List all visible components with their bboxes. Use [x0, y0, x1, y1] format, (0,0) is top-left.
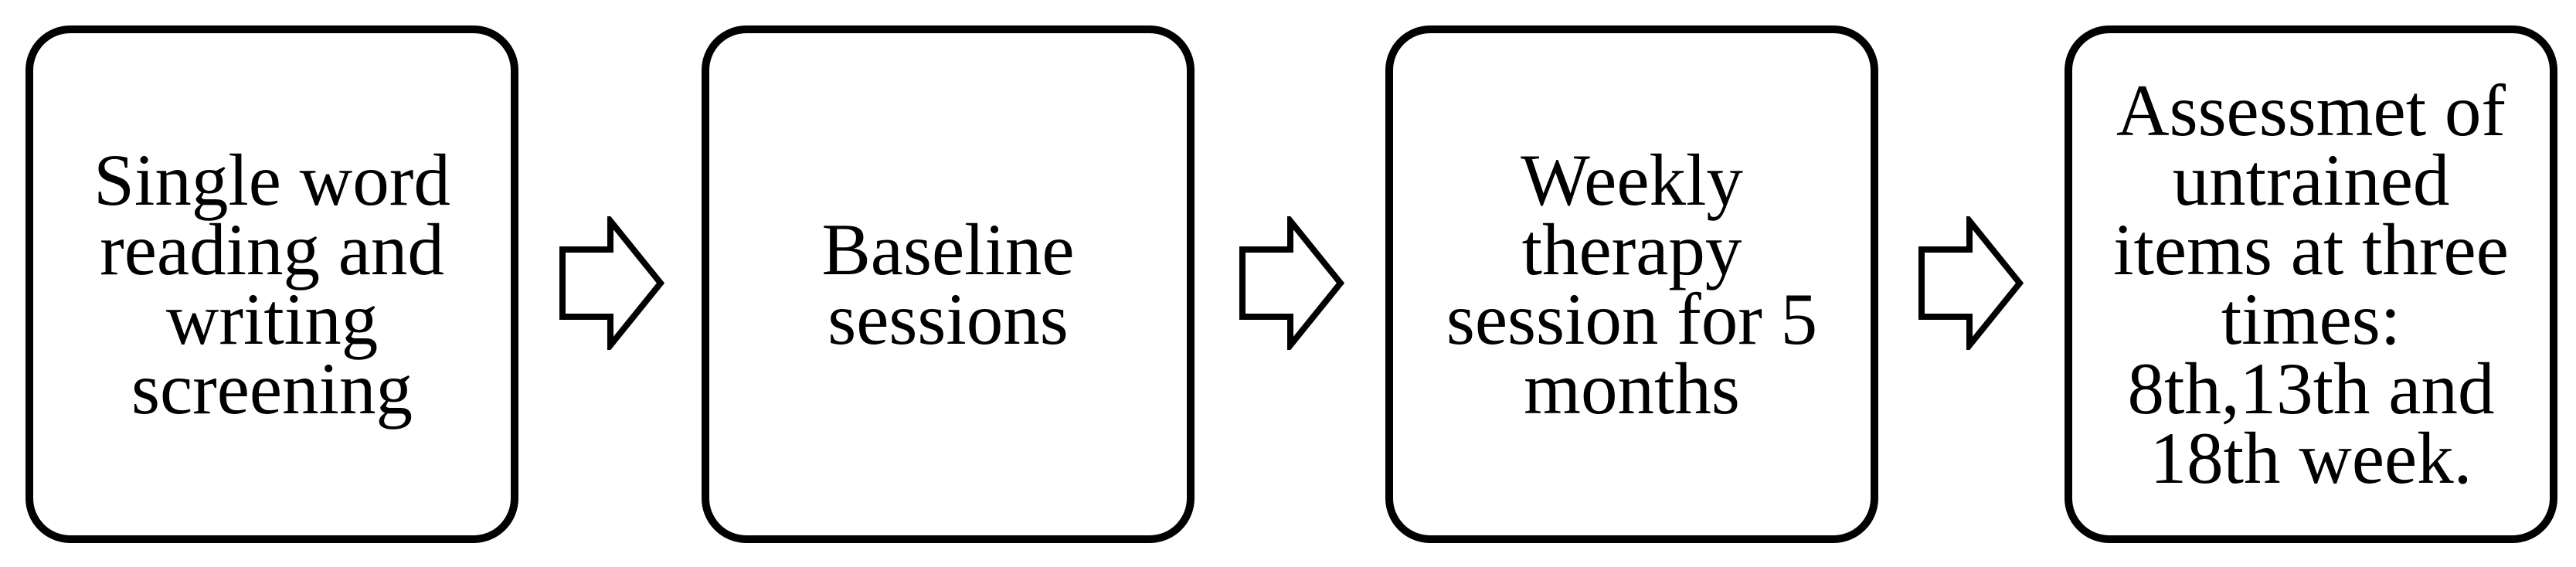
flow-step-therapy-label: Weekly therapy session for 5 months	[1446, 139, 1818, 429]
right-block-arrow-icon	[1918, 216, 2024, 350]
flow-step-screening: Single word reading and writing screenin…	[25, 25, 518, 543]
right-block-arrow-icon	[1239, 216, 1344, 350]
flow-step-baseline: Baseline sessions	[702, 25, 1195, 543]
flow-step-assessment-label: Assessmet of untrained items at three ti…	[2113, 70, 2509, 499]
flow-step-therapy: Weekly therapy session for 5 months	[1385, 25, 1878, 543]
flow-step-assessment: Assessmet of untrained items at three ti…	[2065, 25, 2557, 543]
flow-step-baseline-label: Baseline sessions	[821, 209, 1075, 360]
right-block-arrow-icon	[559, 216, 664, 350]
flow-step-screening-label: Single word reading and writing screenin…	[93, 139, 450, 429]
